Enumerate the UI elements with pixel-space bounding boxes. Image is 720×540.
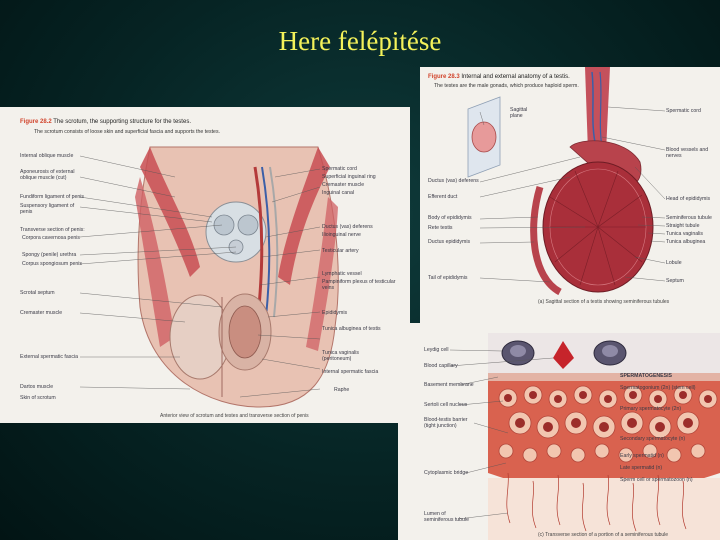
figure-number: Figure 28.2 xyxy=(20,119,52,125)
label-secondary-spermatocyte: Secondary spermatocyte (n) xyxy=(620,436,685,442)
label-efferent-duct: Efferent duct xyxy=(428,194,457,200)
label-leydig-cell: Leydig cell xyxy=(424,347,449,353)
label-scrotal-septum: Scrotal septum xyxy=(20,290,55,296)
testis-illustration xyxy=(420,67,720,323)
label-corpora-cavernosa: Corpora cavernosa penis xyxy=(22,235,80,241)
label-rete-testis: Rete testis xyxy=(428,225,453,231)
label-ductus-deferens: Ductus (vas) deferens xyxy=(322,224,373,230)
label-tail-of-epididymis: Tail of epididymis xyxy=(428,275,468,281)
label-seminiferous-tubule: Seminiferous tubule xyxy=(666,215,712,221)
label-spongy-urethra: Spongy (penile) urethra xyxy=(22,252,76,258)
label-inguinal-canal: Inguinal canal xyxy=(322,190,354,196)
label-cremaster-right: Cremaster muscle xyxy=(322,182,364,188)
label-primary-spermatocyte: Primary spermatocyte (2n) xyxy=(620,406,681,412)
figure-title: The scrotum, the supporting structure fo… xyxy=(53,119,191,125)
label-dartos-muscle: Dartos muscle xyxy=(20,384,53,390)
label-spermatogonium: Spermatogonium (2n) (stem cell) xyxy=(620,385,696,391)
scrotum-figure-heading: Figure 28.2 The scrotum, the supporting … xyxy=(20,119,191,125)
label-spermatogenesis: SPERMATOGENESIS xyxy=(620,373,672,379)
label-body-of-epididymis: Body of epididymis xyxy=(428,215,472,221)
label-tunica-albuginea: Tunica albuginea of testis xyxy=(322,326,382,332)
label-suspensory-ligament: Suspensory ligament of penis xyxy=(20,203,80,215)
label-tunica-albuginea: Tunica albuginea xyxy=(666,239,705,245)
label-raphe: Raphe xyxy=(334,387,349,393)
testis-figure-subtitle: The testes are the male gonads, which pr… xyxy=(434,83,579,89)
label-internal-spermatic-fascia: Internal spermatic fascia xyxy=(322,369,378,375)
testis-figure-panel: Figure 28.3 Internal and external anatom… xyxy=(420,67,720,323)
label-blood-capillary: Blood capillary xyxy=(424,363,458,369)
label-lobule: Lobule xyxy=(666,260,682,266)
label-fundiform-ligament: Fundiform ligament of penis xyxy=(20,194,84,200)
tubule-illustration xyxy=(398,323,720,540)
label-blood-vessels-nerves: Blood vessels and nerves xyxy=(666,147,710,159)
scrotum-figure-panel: Figure 28.2 The scrotum, the supporting … xyxy=(0,107,410,423)
figure-title: Internal and external anatomy of a testi… xyxy=(461,74,569,80)
label-internal-oblique: Internal oblique muscle xyxy=(20,153,73,159)
label-septum: Septum xyxy=(666,278,684,284)
label-aponeurosis: Aponeurosis of external oblique muscle (… xyxy=(20,169,90,181)
label-transverse-section: Transverse section of penis: xyxy=(20,227,85,233)
label-lumen: Lumen of seminiferous tubule xyxy=(424,511,470,523)
scrotum-figure-subtitle: The scrotum consists of loose skin and s… xyxy=(34,129,220,135)
label-lymphatic-vessel: Lymphatic vessel xyxy=(322,271,362,277)
label-testicular-artery: Testicular artery xyxy=(322,248,359,254)
label-tunica-vaginalis: Tunica vaginalis xyxy=(666,231,703,237)
label-sagittal-plane: Sagittal plane xyxy=(510,107,540,119)
tubule-figure-caption: (c) Transverse section of a portion of a… xyxy=(538,532,668,538)
label-superficial-inguinal-ring: Superficial inguinal ring xyxy=(322,174,376,180)
scrotum-figure-caption: Anterior view of scrotum and testes and … xyxy=(160,413,309,419)
label-straight-tubule: Straight tubule xyxy=(666,223,699,229)
label-early-spermatid: Early spermatid (n) xyxy=(620,453,664,459)
label-head-of-epididymis: Head of epididymis xyxy=(666,196,710,202)
slide-title: Here felépitése xyxy=(0,26,720,57)
tubule-figure-panel: Leydig cell Blood capillary Basement mem… xyxy=(398,323,720,540)
label-corpus-spongiosum: Corpus spongiosum penis xyxy=(22,261,82,267)
label-skin-of-scrotum: Skin of scrotum xyxy=(20,395,56,401)
label-late-spermatid: Late spermatid (n) xyxy=(620,465,662,471)
label-ductus-deferens: Ductus (vas) deferens xyxy=(428,178,479,184)
label-sperm-cell: Sperm cell or spermatozoon (n) xyxy=(620,477,712,483)
figure-number: Figure 28.3 xyxy=(428,74,460,80)
label-cremaster-left: Cremaster muscle xyxy=(20,310,62,316)
label-tunica-vaginalis: Tunica vaginalis (peritoneum) xyxy=(322,350,382,362)
label-sertoli-cell-nucleus: Sertoli cell nucleus xyxy=(424,402,467,408)
label-epididymis: Epididymis xyxy=(322,310,347,316)
label-ilioinguinal-nerve: Ilioinguinal nerve xyxy=(322,232,361,238)
label-spermatic-cord: Spermatic cord xyxy=(322,166,357,172)
label-blood-testis-barrier: Blood-testis barrier (tight junction) xyxy=(424,417,476,429)
label-basement-membrane: Basement membrane xyxy=(424,382,474,388)
testis-figure-caption: (a) Sagittal section of a testis showing… xyxy=(538,299,669,305)
testis-figure-heading: Figure 28.3 Internal and external anatom… xyxy=(428,74,570,80)
label-cytoplasmic-bridge: Cytoplasmic bridge xyxy=(424,470,468,476)
label-external-spermatic-fascia: External spermatic fascia xyxy=(20,354,78,360)
label-ductus-epididymis: Ductus epididymis xyxy=(428,239,470,245)
label-spermatic-cord: Spermatic cord xyxy=(666,108,701,114)
label-pampiniform-plexus: Pampiniform plexus of testicular veins xyxy=(322,279,402,291)
